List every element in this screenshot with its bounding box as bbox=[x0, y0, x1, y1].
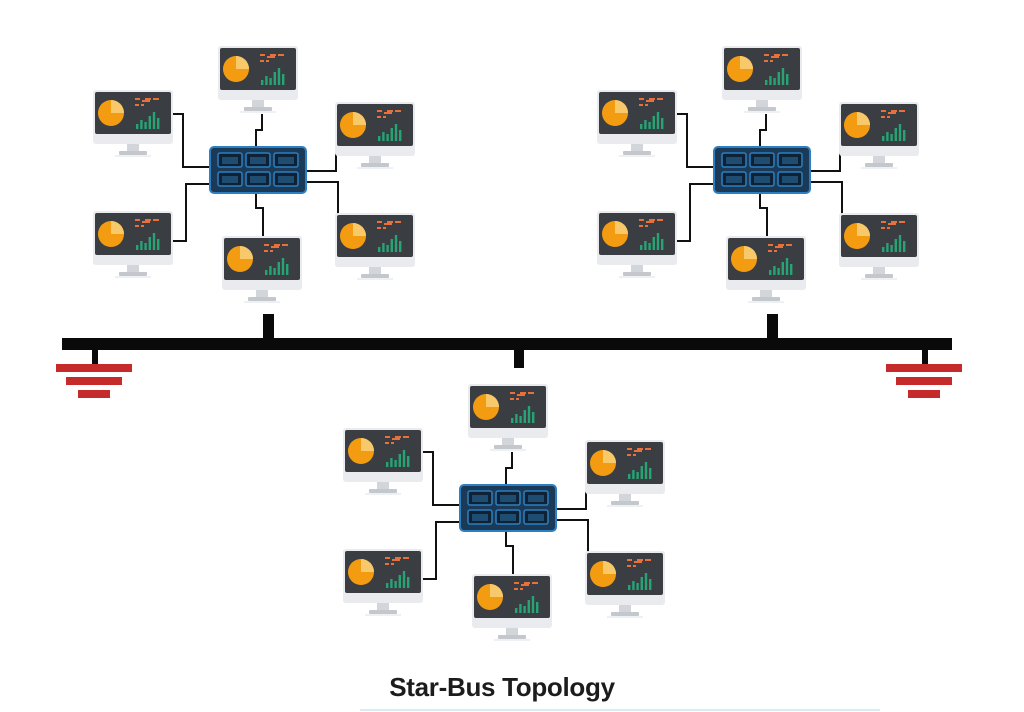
cluster-bottom bbox=[343, 384, 665, 641]
cable bbox=[423, 451, 460, 506]
computer-icon bbox=[726, 236, 806, 303]
computer-icon bbox=[343, 549, 423, 616]
bus-backbone bbox=[62, 314, 952, 368]
cable bbox=[306, 125, 337, 172]
computer-icon bbox=[468, 384, 548, 451]
cable bbox=[810, 125, 841, 172]
computer-icon bbox=[472, 574, 552, 641]
computer-icon bbox=[585, 551, 665, 618]
computer-icon bbox=[839, 213, 919, 280]
diagram-title: Star-Bus Topology bbox=[389, 672, 615, 702]
cable bbox=[306, 181, 339, 242]
computer-icon bbox=[335, 213, 415, 280]
cable bbox=[173, 113, 210, 168]
cable bbox=[423, 521, 460, 580]
title-underline bbox=[360, 709, 880, 711]
computer-icon bbox=[93, 211, 173, 278]
cable bbox=[505, 452, 513, 485]
computer-icon bbox=[222, 236, 302, 303]
computer-icon bbox=[93, 90, 173, 157]
computer-icon bbox=[722, 46, 802, 113]
cable bbox=[759, 193, 768, 236]
computer-icon bbox=[218, 46, 298, 113]
bus-drop bbox=[263, 314, 274, 340]
computer-icon bbox=[597, 211, 677, 278]
cable bbox=[505, 531, 514, 574]
network-switch-icon bbox=[459, 484, 557, 532]
bus-terminator-icon bbox=[56, 350, 132, 398]
computer-icon bbox=[343, 428, 423, 495]
bus-terminator-icon bbox=[886, 350, 962, 398]
computer-icon bbox=[585, 440, 665, 507]
network-switch-icon bbox=[209, 146, 307, 194]
cable bbox=[255, 114, 263, 147]
cable bbox=[810, 181, 843, 242]
computer-icon bbox=[335, 102, 415, 169]
cable bbox=[556, 463, 587, 510]
bus-drop bbox=[767, 314, 778, 340]
cable bbox=[677, 183, 714, 242]
cable bbox=[173, 183, 210, 242]
cable bbox=[255, 193, 264, 236]
cluster-top-right bbox=[597, 46, 919, 303]
computer-icon bbox=[597, 90, 677, 157]
network-switch-icon bbox=[713, 146, 811, 194]
cable bbox=[677, 113, 714, 168]
cluster-top-left bbox=[93, 46, 415, 303]
cable bbox=[556, 519, 589, 580]
bus-drop bbox=[514, 348, 524, 368]
cable bbox=[759, 114, 767, 147]
computer-icon bbox=[839, 102, 919, 169]
